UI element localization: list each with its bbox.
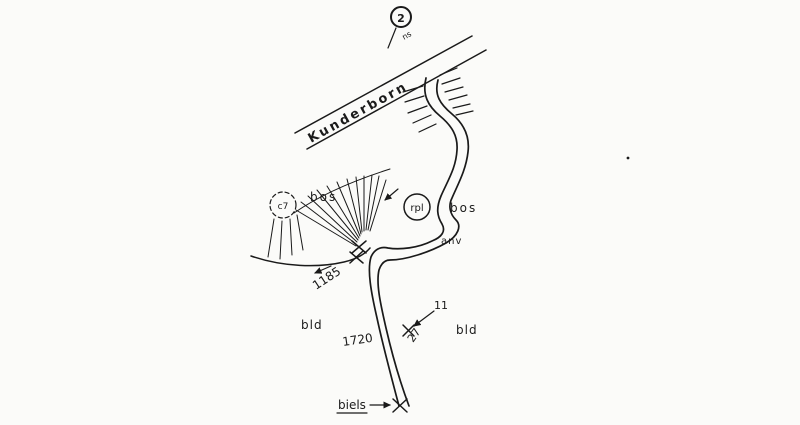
biels-pointer: biels bbox=[336, 398, 408, 414]
bank-hachures-right bbox=[439, 67, 474, 116]
biels-label: biels bbox=[338, 398, 366, 412]
rpl-label: rpl bbox=[410, 203, 423, 214]
slope-fan bbox=[293, 168, 391, 247]
bld-right-label: bld bbox=[456, 323, 478, 337]
arrow-side-road bbox=[314, 265, 332, 274]
biels-x-mark bbox=[392, 398, 408, 413]
paper-speck bbox=[626, 156, 630, 160]
road-tick-label: ns bbox=[401, 29, 413, 41]
road-line-lower bbox=[306, 49, 487, 150]
num-11-label: 11 bbox=[434, 299, 448, 312]
bld-left-label: bld bbox=[301, 318, 323, 332]
knoll-label: c7 bbox=[278, 202, 289, 212]
x-mark-27 bbox=[402, 324, 415, 337]
bank-hachures-left bbox=[402, 85, 437, 133]
knoll-hachures bbox=[267, 214, 304, 260]
side-road bbox=[250, 247, 371, 267]
landmark-number-label: 2 bbox=[397, 12, 405, 25]
anv-label: anv bbox=[441, 236, 462, 247]
elev-1720-label: 1720 bbox=[341, 331, 373, 349]
road-tick bbox=[387, 27, 397, 49]
knoll-dashed-circle bbox=[269, 191, 297, 219]
bos-right-label: bos bbox=[450, 201, 477, 215]
landmark-circle bbox=[390, 6, 412, 28]
road-kunderborn bbox=[294, 27, 487, 150]
road-name-label: Kunderborn bbox=[306, 79, 411, 146]
stream-bank-left bbox=[368, 77, 458, 407]
arrow-11 bbox=[413, 310, 435, 327]
arrow-to-slope bbox=[384, 188, 399, 201]
stream-bank-right bbox=[377, 79, 470, 407]
road-line-upper bbox=[294, 35, 473, 134]
stream bbox=[368, 77, 470, 407]
fan-crest bbox=[293, 168, 391, 214]
junction-x-marks bbox=[349, 240, 367, 264]
rpl-circle bbox=[403, 193, 431, 221]
knoll: c7 bbox=[267, 191, 304, 260]
fan-hachures bbox=[295, 174, 387, 247]
bos-left-label: bos bbox=[310, 190, 337, 204]
